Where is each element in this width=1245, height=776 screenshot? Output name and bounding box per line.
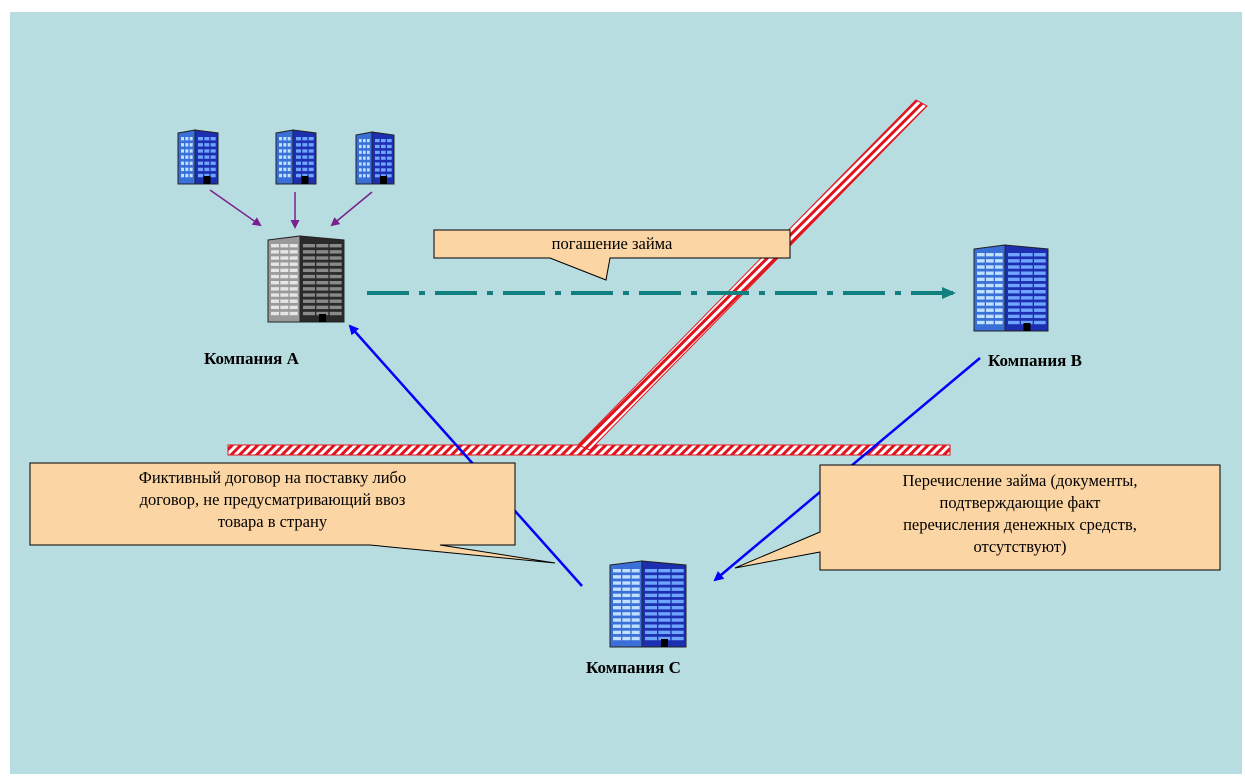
company-b-building-icon bbox=[973, 244, 1049, 332]
building-icon bbox=[275, 129, 317, 185]
diagonal-border-barrier bbox=[577, 99, 928, 451]
transfer-callout-shape bbox=[734, 464, 1221, 571]
contract-line-3: товара в страну bbox=[217, 512, 328, 531]
company-b-label: Компания В bbox=[988, 351, 1082, 370]
transfer-callout-text: Перечисление займа (документы, подтвержд… bbox=[820, 470, 1220, 558]
transfer-line-2: подтверждающие факт bbox=[939, 493, 1101, 512]
diagram-canvas bbox=[29, 99, 1221, 648]
company-c-building-icon bbox=[609, 560, 687, 648]
contract-callout-text: Фиктивный договор на поставку либо догов… bbox=[30, 467, 515, 533]
building-icon bbox=[355, 131, 395, 185]
contract-line-1: Фиктивный договор на поставку либо bbox=[138, 468, 407, 487]
contract-line-2: договор, не предусматривающий ввоз bbox=[139, 490, 406, 509]
company-c-label: Компания С bbox=[586, 658, 681, 677]
company-a-building-icon bbox=[267, 235, 345, 323]
small-arrow-left bbox=[209, 189, 262, 227]
contract-callout-shape bbox=[29, 462, 556, 564]
transfer-line-4: отсутствуют) bbox=[973, 537, 1067, 556]
repayment-callout-shape bbox=[433, 229, 791, 281]
small-arrow-right bbox=[330, 191, 373, 227]
repayment-callout-text: погашение займа bbox=[551, 234, 673, 253]
slide-background: Компания А Компания В Компания С погашен… bbox=[10, 12, 1242, 774]
transfer-line-3: перечисления денежных средств, bbox=[903, 515, 1137, 534]
building-icon bbox=[177, 129, 219, 185]
transfer-line-1: Перечисление займа (документы, bbox=[902, 471, 1138, 490]
arrow-c-to-a bbox=[348, 324, 583, 587]
company-a-label: Компания А bbox=[204, 349, 299, 368]
